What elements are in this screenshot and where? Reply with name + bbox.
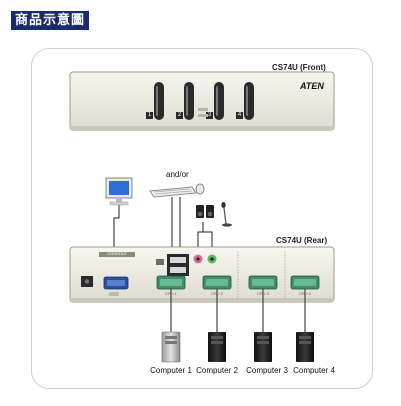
front-port-number-boxes (146, 112, 243, 119)
cpu-port-tag-4: CPU 4 (299, 291, 311, 296)
port-button-3 (214, 82, 224, 120)
usb-ports (167, 254, 189, 276)
power-jack (81, 276, 93, 287)
monitor-icon (105, 177, 133, 206)
computer-1-tower (161, 331, 181, 363)
computer-4-label: Computer 4 (293, 366, 335, 375)
speakers-icon (196, 205, 214, 218)
cpu-port-4 (290, 275, 320, 290)
peripheral-cables (113, 197, 213, 250)
cpu-port-tag-2: CPU 2 (211, 291, 223, 296)
cpu-port-tag-3: CPU 3 (257, 291, 269, 296)
port-button-2 (184, 82, 194, 120)
front-model-label: CS74U (Front) (272, 63, 326, 72)
port-button-4 (244, 82, 254, 120)
front-port-number-3: 3 (207, 112, 212, 118)
cpu-port-3 (248, 275, 278, 290)
computer-2-tower (208, 332, 226, 362)
console-vga-port (103, 276, 129, 290)
computer-1-label: Computer 1 (150, 366, 192, 375)
cpu-port-tag-1: CPU 1 (165, 291, 177, 296)
and-or-text: and/or (166, 170, 189, 179)
computer-2-label: Computer 2 (196, 366, 238, 375)
rear-panel (69, 246, 335, 303)
keyboard-icon (149, 186, 197, 198)
microphone-icon (221, 202, 232, 227)
front-port-number-1: 1 (147, 112, 152, 118)
computer-3-label: Computer 3 (246, 366, 288, 375)
front-port-number-4: 4 (237, 112, 242, 118)
rear-model-label: CS74U (Rear) (276, 236, 328, 245)
brand-logo: ATEN (300, 81, 324, 91)
cpu-port-2 (202, 275, 232, 290)
front-buttons (154, 82, 254, 120)
cpu-port-1 (156, 275, 186, 290)
console-tag-plate (99, 252, 135, 257)
usb-label-box (156, 259, 164, 265)
computer-3-tower (254, 332, 272, 362)
console-tag-text: CONSOLE (107, 251, 127, 256)
page-title-badge: 商品示意圖 (11, 11, 90, 30)
port-button-1 (154, 82, 164, 120)
mouse-icon (195, 183, 205, 195)
computer-4-tower (296, 332, 314, 362)
audio-jacks (193, 254, 217, 264)
computer-cables (170, 289, 306, 332)
front-panel (69, 71, 335, 131)
front-port-number-2: 2 (177, 112, 182, 118)
